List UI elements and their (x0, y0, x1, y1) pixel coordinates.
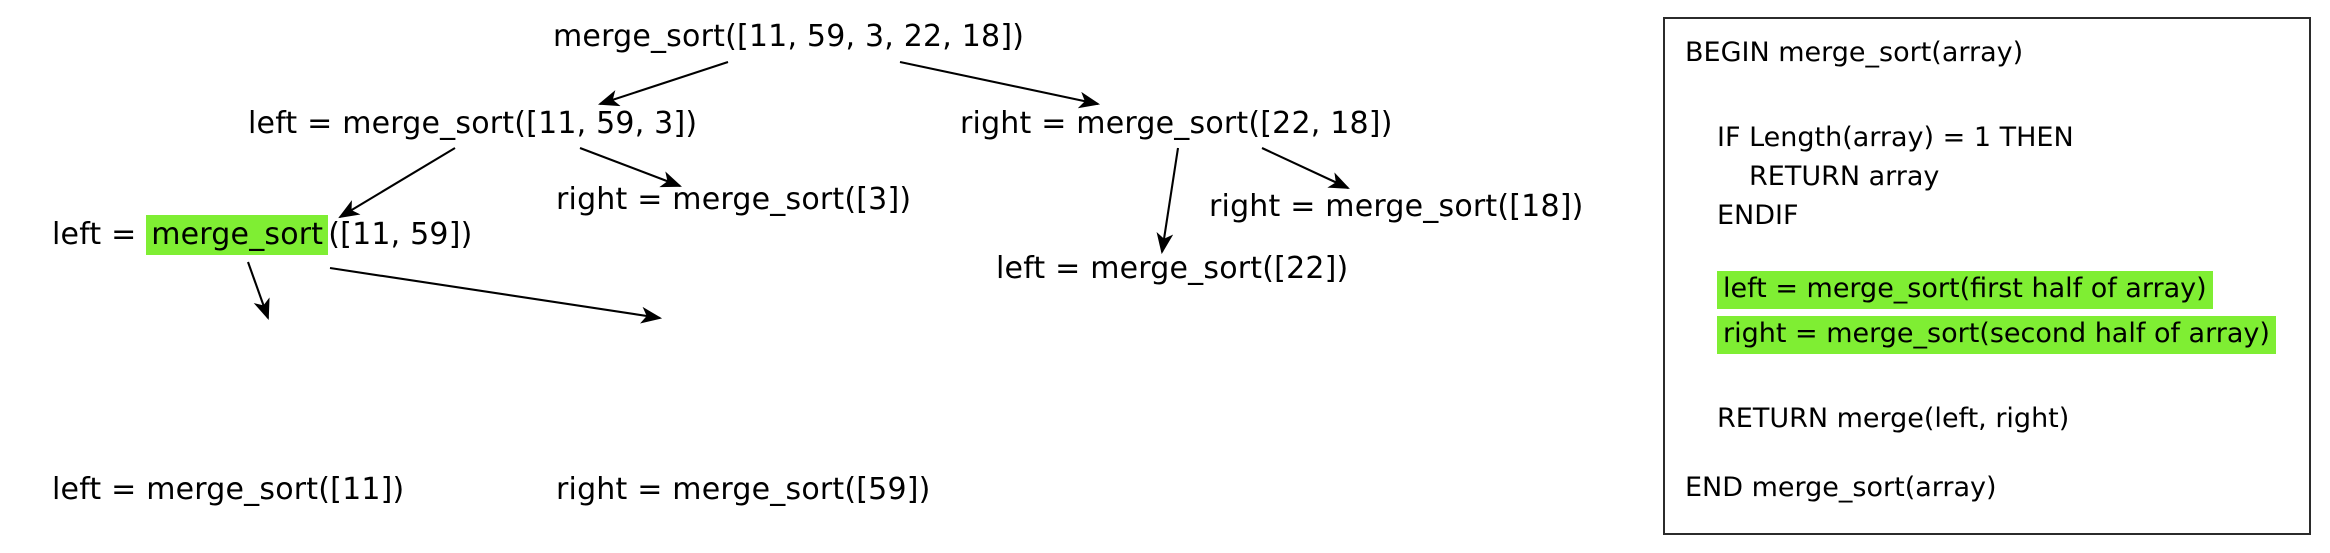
tree-node-root: merge_sort([11, 59, 3, 22, 18]) (553, 19, 1025, 54)
pseudocode-line-return-merge: RETURN merge(left, right) (1717, 403, 2070, 434)
tree-node-level2-left: left = merge_sort([11, 59, 3]) (248, 106, 698, 141)
edge-l2left-to-l3right (579, 147, 682, 188)
pseudocode-highlight-right: right = merge_sort(second half of array) (1717, 316, 2276, 354)
tree-node-level3-right-right: right = merge_sort([18]) (1209, 189, 1584, 224)
highlighted-node-prefix: left = (52, 217, 147, 252)
edge-hlnode-to-l5left (247, 261, 270, 320)
pseudocode-line-end: END merge_sort(array) (1685, 472, 1997, 503)
edge-l2right-to-l3left (1156, 147, 1180, 255)
tree-node-level5-left: left = merge_sort([11]) (52, 472, 405, 507)
pseudocode-box: BEGIN merge_sort(array) IF Length(array)… (1663, 17, 2311, 535)
highlighted-node-suffix: ([11, 59]) (328, 217, 473, 252)
pseudocode-line-right-call: right = merge_sort(second half of array) (1717, 316, 2276, 354)
tree-node-level5-right: right = merge_sort([59]) (556, 472, 931, 507)
pseudocode-line-return-array: RETURN array (1749, 161, 1940, 192)
tree-node-level3-right-left: left = merge_sort([22]) (996, 251, 1349, 286)
pseudocode-line-if: IF Length(array) = 1 THEN (1717, 122, 2074, 153)
edge-root-to-left (598, 61, 729, 107)
pseudocode-line-begin: BEGIN merge_sort(array) (1685, 37, 2024, 68)
edge-hlnode-to-l5right (329, 266, 663, 324)
tree-node-level2-right: right = merge_sort([22, 18]) (960, 106, 1393, 141)
edge-l2left-to-hlnode (338, 147, 456, 219)
highlighted-node-call: merge_sort (146, 215, 329, 255)
pseudocode-highlight-left: left = merge_sort(first half of array) (1717, 271, 2213, 309)
tree-node-level3-left-right: right = merge_sort([3]) (556, 182, 912, 217)
pseudocode-line-left-call: left = merge_sort(first half of array) (1717, 271, 2213, 309)
edge-l2right-to-l3right (1261, 147, 1350, 189)
edge-root-to-right (899, 60, 1101, 109)
pseudocode-line-endif: ENDIF (1717, 200, 1799, 231)
tree-edges (247, 60, 1350, 324)
tree-node-highlighted: left = merge_sort([11, 59]) (52, 215, 473, 255)
